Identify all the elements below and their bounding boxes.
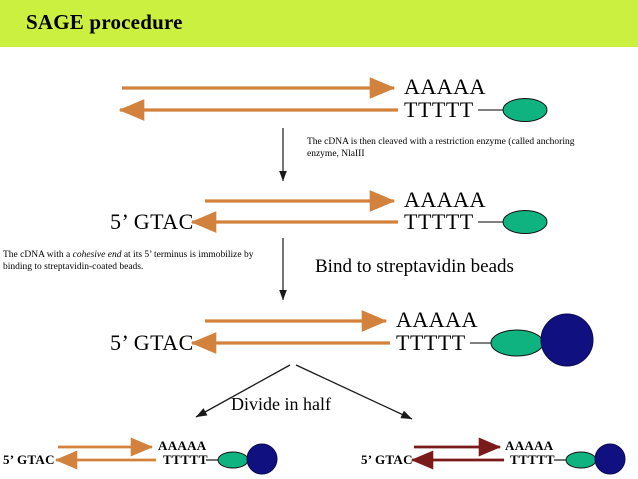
immobilize-note: The cDNA with a cohesive end at its 5’ t…: [3, 249, 293, 273]
stage-1-top-strand-label: AAAAA: [404, 74, 486, 99]
cleavage-note-line-1: The cDNA is then cleaved with a restrict…: [307, 137, 575, 147]
immobilize-note-line-2: binding to streptavidin-coated beads.: [3, 262, 144, 273]
stage-4-right-top-strand-label: AAAAA: [505, 438, 554, 453]
stage-4-left-left-label: 5’ GTAC: [3, 452, 55, 467]
title-banner: [0, 0, 638, 47]
stage-3-bottom-strand-label: TTTTT: [396, 330, 466, 355]
immobilize-note-prefix: The cDNA with a: [3, 250, 73, 260]
bind-step-text: Bind to streptavidin beads: [315, 256, 514, 277]
stage-3-top-strand-label: AAAAA: [396, 307, 478, 332]
cleavage-note: The cDNA is then cleaved with a restrict…: [307, 136, 615, 160]
streptavidin-green-bead: [502, 98, 548, 122]
stage-4-right-arrows: [410, 437, 504, 470]
stage-1-bottom-strand-label: TTTTT: [404, 97, 474, 122]
streptavidin-navy-bead: [246, 443, 278, 475]
streptavidin-green-bead: [490, 329, 544, 357]
divide-arrows: [195, 364, 413, 420]
streptavidin-navy-bead: [594, 443, 626, 475]
stage-2-top-strand-label: AAAAA: [404, 187, 486, 212]
stage-4-left-arrows: [54, 437, 156, 470]
stage-2-arrows: [190, 190, 398, 233]
stage-2-bottom-strand-label: TTTTT: [404, 209, 474, 234]
stage-2-left-label: 5’ GTAC: [110, 209, 194, 234]
stage-4-right-bottom-strand-label: TTTTT: [510, 452, 555, 467]
page-title: SAGE procedure: [26, 10, 183, 34]
immobilize-note-suffix: at its 5’ terminus is immobilize by: [121, 250, 254, 260]
immobilize-note-italic: cohesive end: [72, 250, 122, 260]
stage-1-arrows: [118, 77, 398, 121]
stage-4-left-bottom-strand-label: TTTTT: [163, 452, 208, 467]
cleavage-note-line-2: enzyme, NlaIII: [307, 149, 365, 160]
streptavidin-green-bead: [217, 451, 249, 469]
stage-4-right-left-label: 5’ GTAC: [361, 452, 413, 467]
divide-step-text: Divide in half: [231, 394, 331, 414]
streptavidin-navy-bead: [540, 313, 594, 367]
streptavidin-green-bead: [565, 451, 597, 469]
stage-3-left-label: 5’ GTAC: [110, 330, 194, 355]
streptavidin-green-bead: [502, 210, 548, 234]
stage-4-left-top-strand-label: AAAAA: [158, 438, 207, 453]
stage-3-arrows: [190, 310, 390, 354]
